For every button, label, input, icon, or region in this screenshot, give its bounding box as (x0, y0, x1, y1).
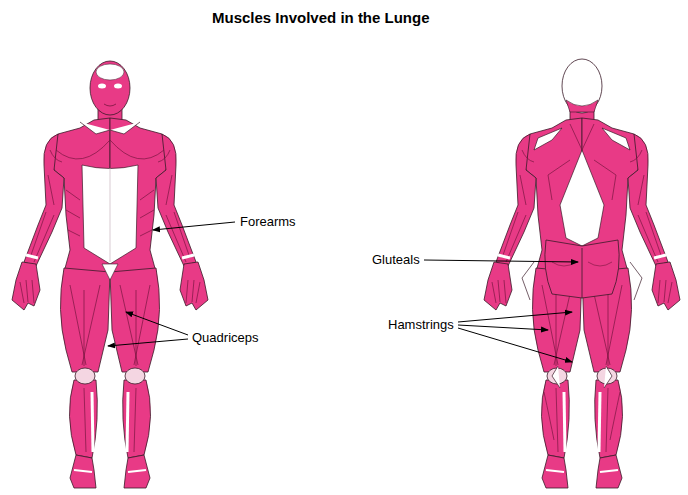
back-figure (484, 59, 680, 488)
front-figure (12, 61, 208, 488)
diagram-title: Muscles Involved in the Lunge (212, 9, 430, 27)
part-label: Quadriceps (192, 330, 258, 346)
leader-lines (108, 222, 578, 362)
part-label: Forearms (240, 214, 296, 230)
part-label: Gluteals (372, 252, 420, 268)
part-label: Hamstrings (388, 317, 454, 333)
